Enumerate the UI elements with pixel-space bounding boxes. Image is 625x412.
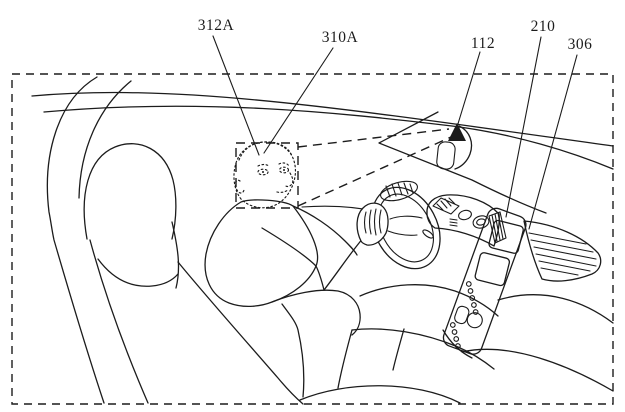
leader-310A — [263, 47, 334, 154]
driver-nose — [284, 172, 294, 188]
camera-sensor-icon — [448, 123, 466, 141]
driver-mouth — [276, 189, 289, 193]
seat-back-edge — [89, 239, 149, 404]
seat-cushion-front-edge — [177, 261, 304, 405]
leader-112 — [456, 51, 481, 128]
face-detection-box — [235, 142, 299, 209]
seat-cushion-bolster — [97, 258, 179, 287]
detection-cone-upper-line — [297, 128, 450, 148]
driver-left-shin-front — [337, 329, 353, 389]
driver-brows — [257, 162, 290, 167]
driver-arm-top-line — [292, 205, 358, 256]
dash-cluster — [426, 194, 507, 247]
ref-label-306: 306 — [567, 36, 593, 53]
driver-ear — [235, 179, 245, 194]
floor-arc — [299, 385, 461, 404]
mirror-housing-curve — [454, 125, 473, 170]
ref-label-312A: 312A — [197, 17, 235, 34]
console-display-upper — [488, 219, 524, 254]
ref-label-112: 112 — [470, 35, 496, 52]
seat-headrest — [83, 143, 177, 240]
ref-label-210: 210 — [530, 18, 556, 35]
passenger-dash-curve — [497, 294, 614, 324]
windshield-edge-line — [378, 111, 547, 214]
console-buttons — [449, 281, 483, 349]
ref-label-310A: 310A — [321, 29, 359, 46]
turn-signal-stalk — [422, 229, 434, 239]
leader-306 — [528, 54, 578, 230]
driver-upper-arm-line — [261, 227, 325, 291]
passenger-footwell-curve — [461, 348, 614, 392]
leader-lines — [212, 35, 578, 230]
seat-side-edge — [171, 221, 180, 289]
a-pillar-outer — [46, 76, 105, 404]
driver-thigh-top — [271, 289, 361, 336]
driver-far-leg-bottom — [351, 328, 495, 370]
driver-eye-left — [257, 168, 269, 176]
leader-210 — [505, 36, 542, 218]
a-pillar-inner — [78, 80, 132, 199]
windshield-top-line — [43, 105, 614, 170]
cabin-boundary-box — [11, 73, 614, 405]
console-knob — [466, 312, 483, 329]
driver-left-shin-back — [281, 303, 305, 398]
console-display-lower — [474, 252, 511, 287]
knee-crease-line — [392, 328, 405, 371]
instrument-visor — [380, 180, 418, 202]
driver-far-leg-top — [359, 284, 499, 317]
driver-hand — [356, 202, 389, 246]
dash-vent-right — [523, 220, 602, 282]
leader-312A — [212, 35, 260, 156]
driver-forearm-line — [323, 236, 365, 291]
driver-eye-right — [278, 166, 290, 174]
center-console — [442, 207, 527, 355]
roof-header-line — [31, 91, 614, 147]
rearview-mirror — [436, 141, 456, 170]
detection-cone-lower-line — [297, 136, 452, 207]
